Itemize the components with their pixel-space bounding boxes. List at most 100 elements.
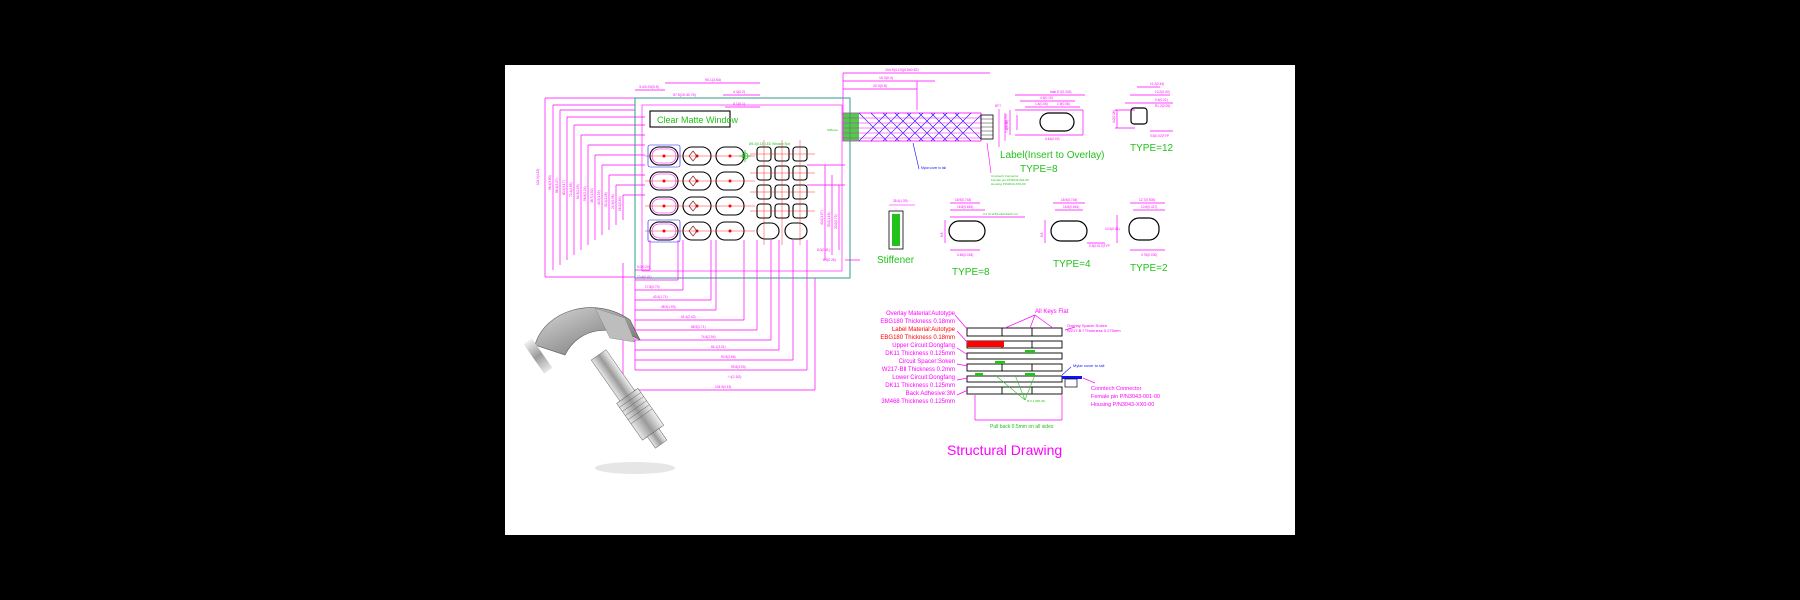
type12-label: TYPE=12 bbox=[1130, 143, 1174, 154]
conntech-2: Female pin P/N3043-001-00 bbox=[1091, 394, 1160, 400]
svg-text:48.7(1.92): 48.7(1.92) bbox=[590, 188, 594, 203]
drawing-sheet: 3.4/0.03(0.5) 57.5(19.40.76) 90.1(3.54) … bbox=[505, 65, 1295, 535]
svg-text:6.8: 6.8 bbox=[940, 232, 944, 237]
svg-text:3.2 (0.125)Label Earth cut: 3.2 (0.125)Label Earth cut bbox=[983, 212, 1018, 216]
svg-text:16.8(0.661): 16.8(0.661) bbox=[957, 205, 973, 209]
svg-text:R1.2(0.05): R1.2(0.05) bbox=[1155, 104, 1170, 108]
svg-text:0.1(0.1): 0.1(0.1) bbox=[733, 102, 745, 106]
svg-text:0.46(0.018): 0.46(0.018) bbox=[957, 253, 973, 257]
conntech-3: Housing P/N3043-XX0-00 bbox=[1091, 402, 1154, 408]
svg-text:43.4(1.71): 43.4(1.71) bbox=[653, 295, 668, 299]
svg-text:96.4(3.80): 96.4(3.80) bbox=[548, 175, 552, 190]
svg-text:18.9(0.744): 18.9(0.744) bbox=[955, 198, 971, 202]
svg-text:6.5(0.26): 6.5(0.26) bbox=[823, 258, 836, 262]
svg-text:5.0(0.20): 5.0(0.20) bbox=[637, 265, 650, 269]
svg-text:16.2(0.64): 16.2(0.64) bbox=[618, 196, 622, 211]
svg-text:0.3(0.012)TYP: 0.3(0.012)TYP bbox=[1089, 244, 1110, 248]
svg-text:Ø??: Ø?? bbox=[995, 104, 1001, 108]
svg-text:10.4(0.41): 10.4(0.41) bbox=[637, 275, 652, 279]
type4-detail: 18.9(0.744) 16.8(0.661) 6.8 0.3(0.012)TY… bbox=[1040, 198, 1110, 270]
svg-text:1.9(0.08): 1.9(0.08) bbox=[1057, 102, 1070, 106]
svg-text:Mylar cover to tail: Mylar cover to tail bbox=[921, 166, 946, 170]
callout-adhesive-2: 3M468 Thickness 0.125mm bbox=[881, 399, 955, 405]
svg-text:10.2(0.40): 10.2(0.40) bbox=[1155, 90, 1170, 94]
svg-text:32.4(1.28): 32.4(1.28) bbox=[604, 192, 608, 207]
svg-text:57.5(19.40.76): 57.5(19.40.76) bbox=[673, 93, 696, 97]
svg-text:90.5(3.56): 90.5(3.56) bbox=[721, 355, 736, 359]
keypad-front-view: 3.4/0.03(0.5) 57.5(19.40.76) 90.1(3.54) … bbox=[536, 68, 1029, 391]
svg-text:12.7(0.500): 12.7(0.500) bbox=[1139, 198, 1155, 202]
callout-label-1: Label Material:Autotype bbox=[892, 327, 956, 333]
svg-text:0.4(0.02): 0.4(0.02) bbox=[1155, 98, 1168, 102]
svg-text:10.3(0.4): 10.3(0.4) bbox=[879, 76, 893, 80]
type8-label: TYPE=8 bbox=[952, 267, 990, 278]
overlay-spacer-2: W217-B Ⅰ Thickness 0.275mm bbox=[1067, 328, 1121, 333]
all-keys-flat: All Keys Flat bbox=[1035, 309, 1069, 315]
svg-text:10.6(0.417): 10.6(0.417) bbox=[1141, 205, 1157, 209]
callout-upper-2: DK11 Thickness 0.125mm bbox=[885, 351, 955, 357]
callout-upper-1: Upper Circuit:Dongfang bbox=[892, 343, 955, 349]
svg-text:40.5(1.59): 40.5(1.59) bbox=[597, 190, 601, 205]
callout-overlay-1: Overlay Material:Autotype bbox=[886, 311, 956, 317]
svg-text:104.9(4.13): 104.9(4.13) bbox=[536, 169, 540, 185]
svg-text:72.4(2.85): 72.4(2.85) bbox=[569, 182, 573, 197]
callout-spacer-2: W217-BⅡ Thickness 0.2mm bbox=[882, 367, 955, 373]
svg-text:Stiffener: Stiffener bbox=[827, 128, 838, 132]
type12-detail: 11.2(0.44) 10.2(0.40) 0.4(0.02) R1.2(0.0… bbox=[1112, 82, 1174, 154]
svg-text:24.3(0.96): 24.3(0.96) bbox=[611, 194, 615, 209]
svg-text:16.8(0.661): 16.8(0.661) bbox=[1063, 205, 1079, 209]
callout-lower-1: Lower Circuit:Dongfang bbox=[892, 375, 955, 381]
pull-back-note: Pull back 0.5mm on all sides bbox=[990, 424, 1054, 430]
svg-text:total 8.7(0.343): total 8.7(0.343) bbox=[1050, 90, 1071, 94]
clear-matte-window bbox=[649, 110, 731, 128]
type8-detail: 18.9(0.744) 16.8(0.661) 6.8 0.46(0.018) … bbox=[940, 198, 1025, 278]
svg-text:0.76(0.030): 0.76(0.030) bbox=[1141, 253, 1157, 257]
svg-text:3.4/0.03(0.5): 3.4/0.03(0.5) bbox=[639, 85, 659, 89]
svg-text:64.3(2.53): 64.3(2.53) bbox=[576, 184, 580, 199]
svg-text:104.9(4.13)(0.5x0.62): 104.9(4.13)(0.5x0.62) bbox=[885, 68, 919, 72]
svg-text:Conntech Connector: Conntech Connector bbox=[991, 174, 1019, 178]
svg-text:8.0(0.31): 8.0(0.31) bbox=[817, 248, 830, 252]
callout-label-2: EBG180 Thickness 0.18mm bbox=[880, 335, 955, 341]
left-key-grid bbox=[649, 146, 745, 241]
svg-text:99.8(3.93): 99.8(3.93) bbox=[731, 365, 746, 369]
svg-text:0.5(0.02)TYP: 0.5(0.02)TYP bbox=[1150, 134, 1169, 138]
svg-text:30.0(1.18): 30.0(1.18) bbox=[827, 212, 831, 227]
panel-outline bbox=[634, 97, 851, 279]
panel-inner-outline bbox=[641, 104, 843, 272]
callout-lower-2: DK11 Thickness 0.125mm bbox=[885, 383, 955, 389]
type2-detail: 12.7(0.500) 10.6(0.417) 10.4(0.41) 0.76(… bbox=[1105, 198, 1168, 274]
svg-text:↑↑(2.52): ↑↑(2.52) bbox=[727, 374, 742, 379]
svg-text:6.8: 6.8 bbox=[1040, 232, 1044, 237]
label-type-8: TYPE=8 bbox=[1020, 164, 1058, 175]
svg-text:Female pin P/N3043-001-00: Female pin P/N3043-001-00 bbox=[991, 178, 1029, 182]
technical-drawing: 3.4/0.03(0.5) 57.5(19.40.76) 90.1(3.54) … bbox=[523, 68, 1174, 474]
svg-text:35.4(1.39): 35.4(1.39) bbox=[893, 199, 908, 203]
svg-text:88.1(3.47): 88.1(3.47) bbox=[555, 178, 559, 193]
mylar-cover-label: Mylar cover to tail bbox=[1073, 363, 1104, 368]
structural-drawing: Ø 0.1 (Ø0.04) Overlay Material:Autotype … bbox=[880, 309, 1160, 458]
label-insert-title: Label(Insert to Overlay) bbox=[1000, 150, 1105, 161]
svg-text:4.9(0.19): 4.9(0.19) bbox=[1040, 96, 1053, 100]
stiffener-detail: 35.4(1.39) Stiffener bbox=[877, 199, 915, 266]
conntech-1: Conntech Connector bbox=[1091, 386, 1142, 392]
svg-text:Housing P/N3043-XX0-00: Housing P/N3043-XX0-00 bbox=[991, 182, 1026, 186]
svg-text:11.2(0.44): 11.2(0.44) bbox=[1150, 82, 1164, 86]
svg-text:7.6(0.30): 7.6(0.30) bbox=[1005, 120, 1009, 133]
svg-text:74.6(2.94): 74.6(2.94) bbox=[701, 335, 716, 339]
svg-text:4.0(0.16): 4.0(0.16) bbox=[1112, 110, 1116, 123]
svg-text:48.9(1.93): 48.9(1.93) bbox=[661, 305, 676, 309]
svg-text:17.8(0.70): 17.8(0.70) bbox=[645, 285, 660, 289]
svg-text:104.9(4.13): 104.9(4.13) bbox=[715, 385, 731, 389]
layer-callouts: Overlay Material:Autotype EBG180 Thickne… bbox=[880, 311, 955, 405]
window-label: Clear Matte Window bbox=[657, 115, 739, 125]
svg-text:4.4(0.2): 4.4(0.2) bbox=[733, 90, 745, 94]
svg-text:18.9(0.744): 18.9(0.744) bbox=[1061, 198, 1077, 202]
overlay-spacer-1: Overlay Spacer:Soken bbox=[1067, 323, 1107, 328]
svg-text:1.4(0.06): 1.4(0.06) bbox=[1035, 102, 1048, 106]
svg-text:Ø 0.1 (Ø0.04): Ø 0.1 (Ø0.04) bbox=[1027, 399, 1045, 403]
svg-text:Ø3.4(0.13) LED Window Slot: Ø3.4(0.13) LED Window Slot bbox=[749, 142, 790, 146]
svg-text:20.0(0.79): 20.0(0.79) bbox=[834, 214, 838, 229]
svg-text:10.4(0.41): 10.4(0.41) bbox=[1105, 227, 1120, 231]
svg-text:56.8(2.24): 56.8(2.24) bbox=[583, 186, 587, 201]
